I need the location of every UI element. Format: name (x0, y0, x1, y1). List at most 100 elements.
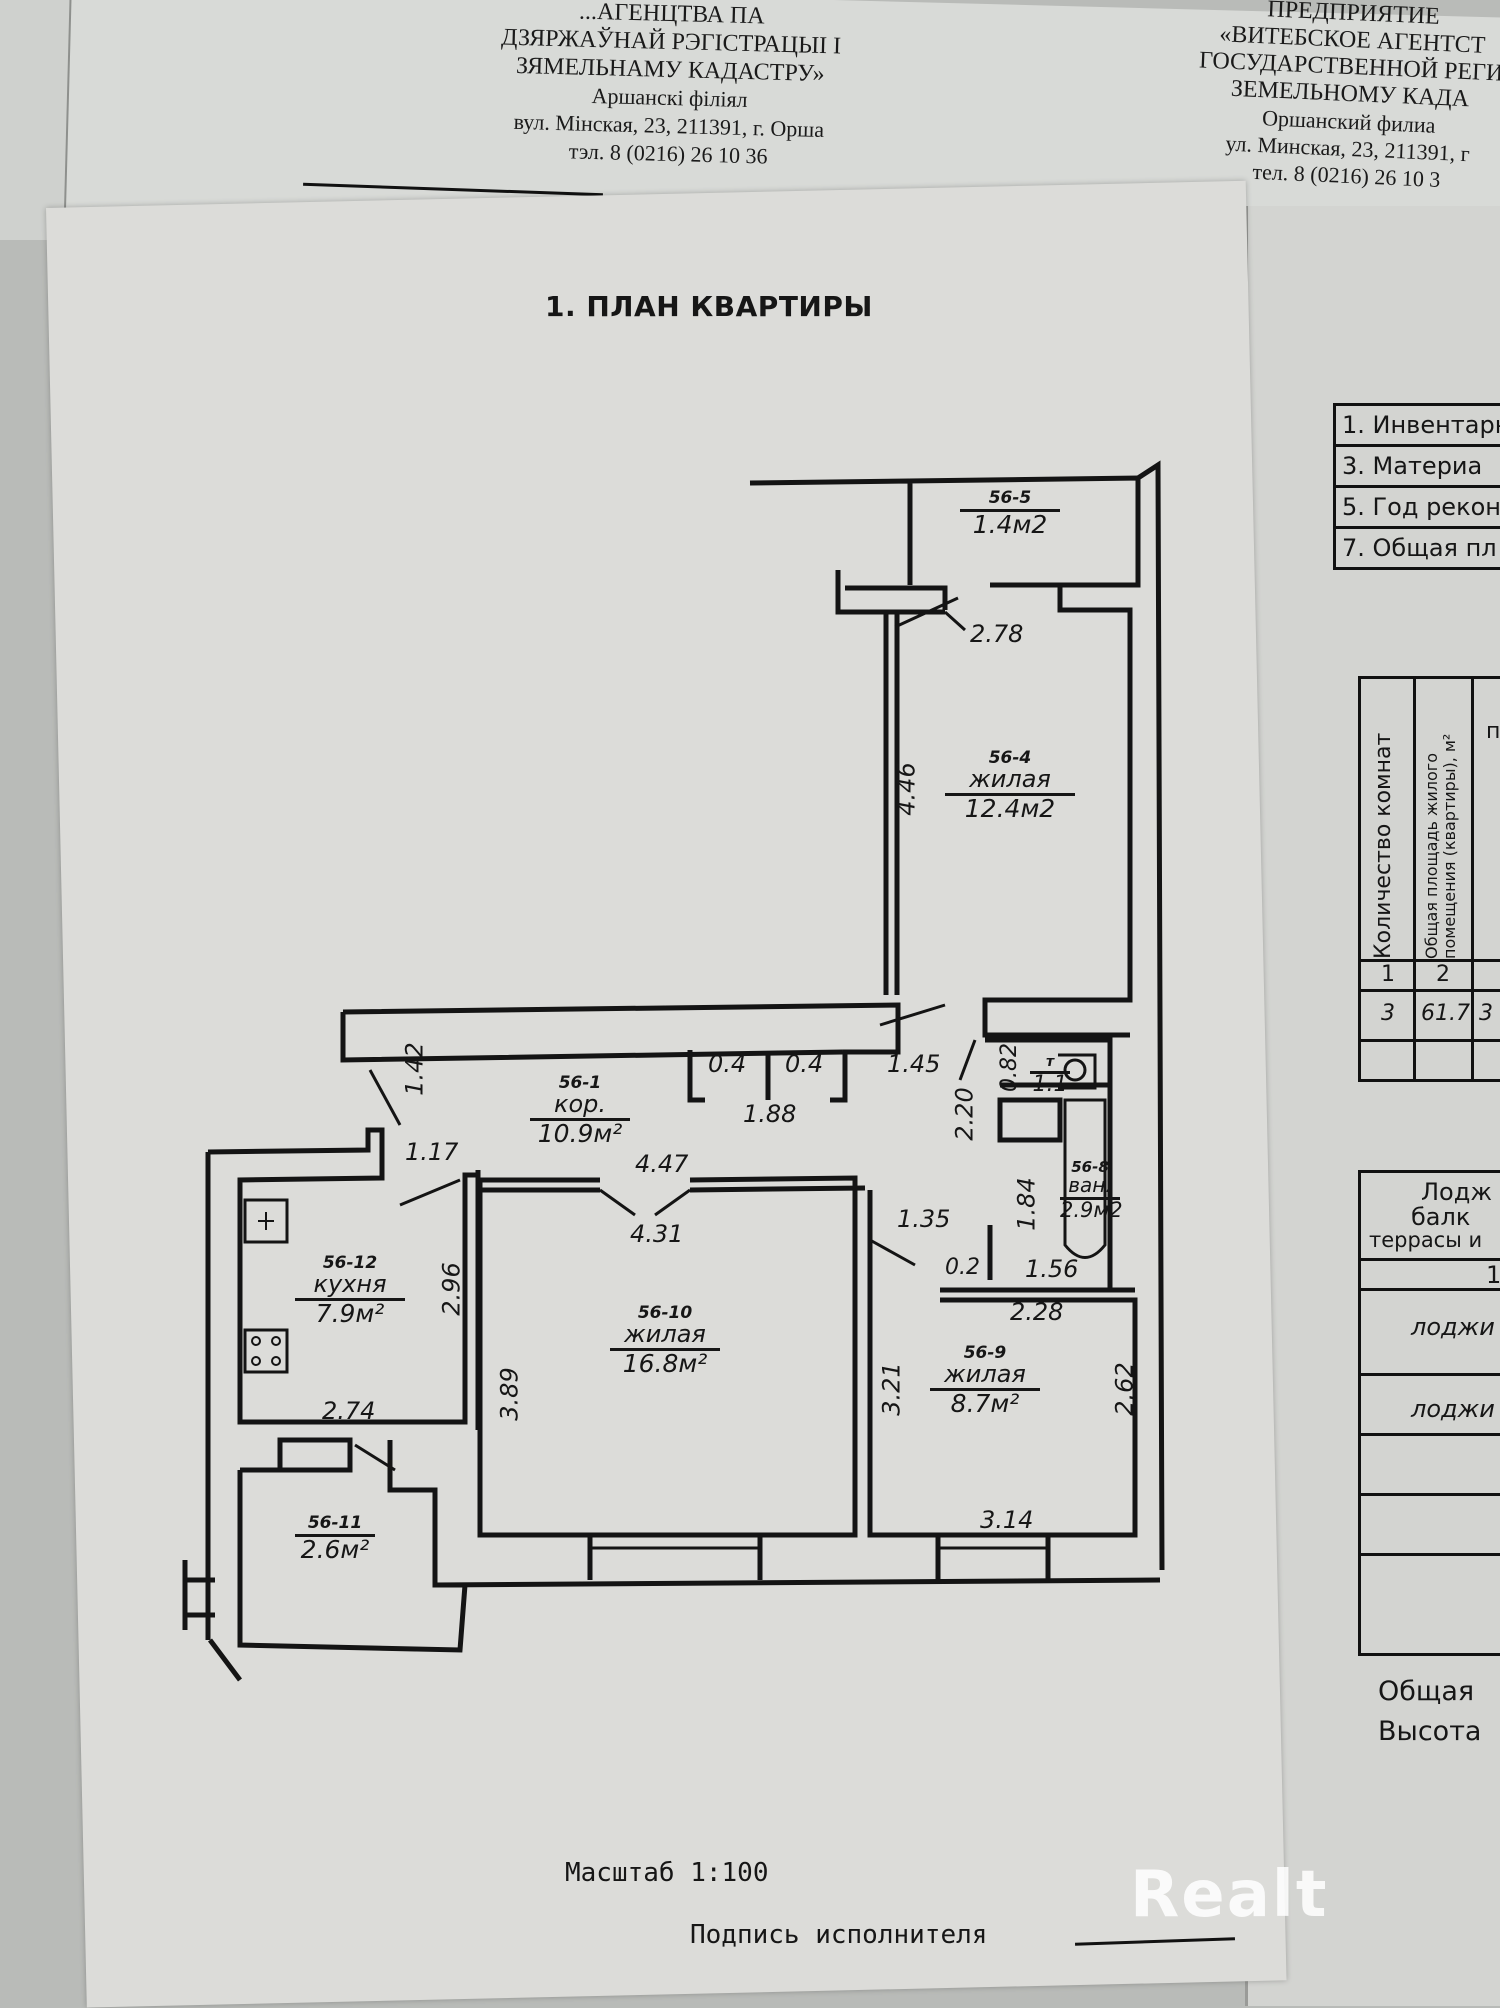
wall-room-56-9 (867, 1190, 1138, 1538)
dim-0-4-b: 0.4 (785, 1050, 824, 1078)
room-area: 2.6м² (300, 1535, 370, 1564)
dim-1-35: 1.35 (897, 1205, 951, 1233)
door-swing-56-10-right (654, 1188, 691, 1217)
room-id: 56-5 (960, 490, 1060, 512)
loggia-divider (1361, 1288, 1500, 1291)
room-type: кор. (530, 1092, 630, 1121)
door-swing-bath (958, 1039, 977, 1081)
total-area-label: Общая (1378, 1676, 1475, 1707)
loggia-divider (1361, 1258, 1500, 1261)
room-56-1: 56-1 кор. 10.9м² (530, 1075, 630, 1146)
room-type: кухня (295, 1272, 405, 1301)
bathtub (1063, 1098, 1107, 1259)
stats-col-rooms (1361, 679, 1416, 1079)
stats-col2-header: Общая площадь жилого помещения (квартиры… (1422, 733, 1459, 959)
dim-1-84: 1.84 (1012, 1177, 1041, 1231)
stats-divider (1361, 1039, 1500, 1042)
door-swing-kitchen (399, 1178, 461, 1207)
room-id: 56-12 (322, 1253, 378, 1273)
door-swing-56-9 (869, 1238, 916, 1267)
info-table: 1. Инвентарн 3. Материа 5. Год рекон 7. … (1333, 403, 1500, 570)
door-swing-balcony (894, 596, 967, 632)
ceiling-height-label: Высота (1378, 1716, 1482, 1747)
room-56-4: 56-4 жилая 12.4м2 (945, 750, 1075, 821)
wall-balcony (749, 475, 1141, 588)
room-area: 1.1 (1032, 1072, 1068, 1097)
dim-2-74: 2.74 (322, 1397, 376, 1425)
dim-3-21: 3.21 (877, 1362, 906, 1416)
room-56-5: 56-5 1.4м2 (960, 490, 1060, 537)
loggia-table: Лодж балк террасы и 1 лоджи лоджи (1358, 1170, 1500, 1656)
info-row: 3. Материа (1336, 447, 1500, 488)
wall-bottom-outer (434, 1535, 1161, 1588)
dim-1-56: 1.56 (1025, 1255, 1079, 1283)
stats-divider (1361, 989, 1500, 992)
room-56-11: 56-11 2.6м² (295, 1515, 375, 1562)
toilet-icon (1063, 1058, 1087, 1082)
right-page (1245, 206, 1500, 2006)
dim-2-28: 2.28 (1010, 1298, 1064, 1326)
loggia-header-3: террасы и (1369, 1228, 1483, 1252)
wall-corridor-top (340, 1002, 901, 1063)
dim-4-31: 4.31 (630, 1220, 684, 1248)
dim-2-96: 2.96 (437, 1262, 466, 1316)
loggia-divider (1361, 1373, 1500, 1376)
dim-3-89: 3.89 (495, 1367, 524, 1421)
dim-4-46: 4.46 (892, 762, 921, 816)
wall-bathroom (985, 1037, 1113, 1290)
wall-room-56-10 (477, 1175, 858, 1538)
scale-label: Масштаб 1:100 (565, 1858, 769, 1888)
door-swing-storage (354, 1443, 396, 1472)
door-swing-corridor-entry (368, 1069, 402, 1126)
room-56-8: 56-8 ван. 2.9м2 (1060, 1160, 1123, 1221)
wall-kitchen (207, 1127, 480, 1425)
signature-label: Подпись исполнителя (690, 1920, 988, 1950)
room-area: 16.8м² (622, 1349, 708, 1378)
loggia-index: 1 (1486, 1261, 1500, 1289)
room-type: жилая (610, 1322, 720, 1351)
wall-room-56-10-inner (480, 1185, 866, 1193)
wall-balcony-stub (835, 570, 945, 615)
room-id: 56-10 (637, 1303, 693, 1323)
stats-col2-index: 2 (1436, 962, 1450, 987)
loggia-row: лоджи (1411, 1313, 1495, 1341)
info-row: 7. Общая пл (1342, 534, 1497, 562)
stats-col-area (1416, 679, 1474, 1079)
loggia-header-2: балк (1411, 1203, 1471, 1231)
dim-2-20: 2.20 (950, 1087, 979, 1141)
dim-0-4-a: 0.4 (708, 1050, 747, 1078)
wall-storage-outer (182, 1560, 242, 1682)
page-title: 1. ПЛАН КВАРТИРЫ (545, 290, 873, 323)
stove-burner (251, 1336, 261, 1346)
room-56-12: 56-12 кухня 7.9м² (295, 1255, 405, 1326)
room-56-9: 56-9 жилая 8.7м² (930, 1345, 1040, 1416)
room-id: 56-1 (558, 1073, 602, 1093)
stove-icon (243, 1328, 289, 1374)
room-type: ван. (1060, 1175, 1120, 1200)
stove-burner (271, 1336, 281, 1346)
stats-area-value: 61.7 (1421, 1001, 1470, 1026)
dim-1-45: 1.45 (887, 1050, 941, 1078)
dim-2-78: 2.78 (970, 620, 1024, 648)
room-type: жилая (930, 1362, 1040, 1391)
stove-burner (271, 1356, 281, 1366)
loggia-row: лоджи (1411, 1395, 1495, 1423)
stats-rooms-value: 3 (1381, 1001, 1395, 1026)
info-row: 1. Инвентарн (1336, 406, 1500, 447)
room-id: т (1030, 1055, 1070, 1074)
stove-burner (251, 1356, 261, 1366)
stats-col3-header: пл (1486, 719, 1500, 744)
loggia-divider (1361, 1553, 1500, 1556)
wall-outer-right (1136, 460, 1165, 1571)
room-56-10: 56-10 жилая 16.8м² (610, 1305, 720, 1376)
info-row: 5. Год рекон (1336, 488, 1500, 529)
toilet-bowl (1058, 1053, 1097, 1090)
watermark: Realt (1130, 1858, 1329, 1932)
room-area: 12.4м2 (964, 794, 1056, 823)
loggia-header-1: Лодж (1421, 1178, 1492, 1206)
wall-closets (687, 1050, 848, 1103)
stats-col1-header: Количество комнат (1371, 732, 1396, 959)
dim-0-2: 0.2 (945, 1255, 980, 1280)
dim-4-47: 4.47 (635, 1150, 689, 1178)
